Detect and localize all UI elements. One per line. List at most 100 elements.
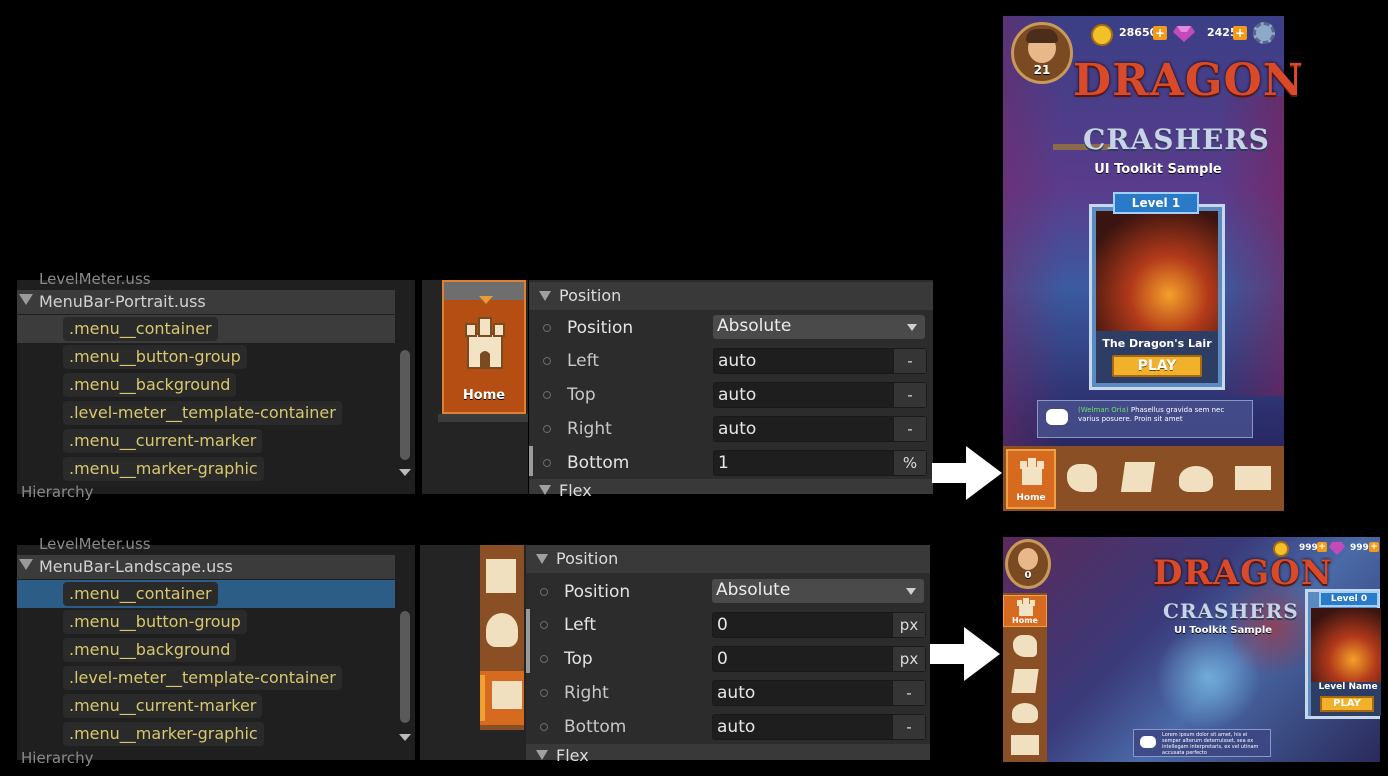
position-section-header[interactable]: Position (529, 282, 933, 310)
unit-selector[interactable]: - (892, 681, 925, 705)
field-value: auto (718, 419, 757, 439)
bag-icon[interactable] (1179, 466, 1213, 492)
play-button[interactable]: PLAY (1112, 355, 1202, 377)
selector-chip[interactable]: .menu__current-marker (63, 429, 263, 453)
bag-icon[interactable] (1012, 703, 1038, 723)
shield-sword-icon[interactable] (1013, 635, 1037, 657)
expand-triangle-icon[interactable] (19, 294, 33, 305)
collapse-triangle-icon[interactable] (539, 485, 551, 495)
mail-icon[interactable] (1011, 735, 1039, 755)
selector-row[interactable]: .menu__background (17, 371, 395, 399)
chat-text: Phasellus gravida sem nec varius posuere… (1078, 406, 1225, 423)
add-gold-button[interactable]: + (1317, 542, 1327, 552)
scrollbar-thumb[interactable] (400, 350, 410, 460)
selector-row[interactable]: .level-meter__template-container (17, 399, 395, 427)
flex-section-header[interactable]: Flex (526, 744, 930, 765)
selector-row[interactable]: .menu__current-marker (17, 427, 395, 455)
position-dropdown[interactable]: Absolute (712, 579, 924, 603)
selector-chip[interactable]: .menu__container (63, 582, 218, 606)
selector-row[interactable]: .level-meter__template-container (17, 664, 395, 692)
selector-chip[interactable]: .menu__container (63, 317, 218, 341)
dropdown-value: Absolute (716, 580, 791, 600)
shield-sword-icon[interactable] (1067, 464, 1097, 492)
uss-file-row[interactable]: MenuBar-Landscape.uss (17, 555, 395, 579)
scroll-icon[interactable] (1011, 669, 1039, 693)
mail-icon[interactable] (1235, 466, 1271, 490)
avatar[interactable]: 0 (1005, 539, 1051, 589)
flex-section-header[interactable]: Flex (529, 479, 933, 500)
override-dot-icon (543, 324, 551, 332)
position-section-header[interactable]: Position (526, 545, 930, 573)
selector-row[interactable]: .menu__container (17, 315, 395, 343)
bottom-field[interactable]: auto- (712, 714, 926, 740)
collapse-triangle-icon[interactable] (536, 554, 548, 564)
menu-home-label: Home (1016, 493, 1046, 503)
menu-button-home[interactable]: Home (1006, 449, 1056, 509)
selector-row[interactable]: .menu__container (17, 580, 395, 608)
top-field[interactable]: auto - (713, 382, 927, 408)
scroll-icon[interactable] (1120, 462, 1156, 492)
scroll-down-icon[interactable] (399, 734, 411, 741)
selector-chip[interactable]: .menu__background (63, 638, 237, 662)
position-dropdown[interactable]: Absolute (713, 315, 925, 339)
selector-row[interactable]: .menu__marker-graphic (17, 720, 395, 748)
avatar[interactable]: 21 (1011, 22, 1073, 84)
unit-selector[interactable]: % (893, 451, 926, 475)
selector-chip[interactable]: .menu__background (63, 373, 237, 397)
level-banner-label: Level 0 (1330, 594, 1368, 604)
add-gems-button[interactable]: + (1369, 542, 1379, 552)
bottom-field[interactable]: 1% (713, 450, 927, 476)
selector-row[interactable]: .menu__current-marker (17, 692, 395, 720)
menu-button-home[interactable]: Home (1003, 595, 1047, 627)
level-card[interactable]: Level Name PLAY (1305, 589, 1381, 719)
unit-selector[interactable]: - (893, 383, 926, 407)
selector-chip[interactable]: .menu__button-group (63, 610, 247, 634)
portrait-selector-panel: LevelMeter.uss MenuBar-Portrait.uss .men… (17, 270, 415, 500)
collapse-triangle-icon[interactable] (536, 750, 548, 760)
section-title: Position (559, 286, 622, 305)
selector-row[interactable]: .menu__background (17, 636, 395, 664)
unit-selector[interactable]: - (893, 349, 926, 373)
left-field[interactable]: auto- (713, 348, 927, 374)
add-gold-button[interactable]: + (1153, 26, 1167, 40)
unit-selector[interactable]: - (892, 715, 925, 739)
gear-icon[interactable] (1253, 22, 1275, 44)
selector-row[interactable]: .menu__marker-graphic (17, 455, 395, 483)
selector-chip[interactable]: .menu__button-group (63, 345, 247, 369)
selector-row[interactable]: .menu__button-group (17, 343, 395, 371)
field-value: auto (718, 385, 757, 405)
level-card[interactable]: The Dragon's Lair PLAY (1089, 204, 1225, 390)
selector-chip[interactable]: .menu__marker-graphic (63, 722, 264, 746)
add-gems-button[interactable]: + (1233, 26, 1247, 40)
bag-icon (486, 613, 518, 647)
selector-chip[interactable]: .level-meter__template-container (63, 401, 342, 425)
gold-amount: 28650 (1119, 26, 1158, 39)
play-button[interactable]: PLAY (1320, 696, 1374, 712)
expand-triangle-icon[interactable] (19, 559, 33, 570)
collapse-triangle-icon[interactable] (539, 291, 551, 301)
gold-coin-icon (1091, 24, 1113, 46)
chat-bubble[interactable]: Lorem ipsum dolor sit amet, his ei sempe… (1133, 729, 1271, 757)
gem-amount: 999 (1350, 543, 1369, 553)
scrollbar-thumb[interactable] (400, 611, 410, 723)
unit-selector[interactable]: - (893, 417, 926, 441)
selector-chip[interactable]: .level-meter__template-container (63, 666, 342, 690)
right-arrow-icon (932, 446, 1002, 500)
selector-row[interactable]: .menu__button-group (17, 608, 395, 636)
unit-selector[interactable]: px (892, 613, 925, 637)
uss-file-row[interactable]: MenuBar-Portrait.uss (17, 290, 395, 314)
right-field[interactable]: auto - (713, 416, 927, 442)
unit-selector[interactable]: px (892, 647, 925, 671)
right-field[interactable]: auto- (712, 680, 926, 706)
scroll-down-icon[interactable] (399, 469, 411, 476)
selector-chip[interactable]: .menu__marker-graphic (63, 457, 264, 481)
scroll-icon (486, 559, 516, 593)
selector-chip[interactable]: .menu__current-marker (63, 694, 263, 718)
property-label: Top (567, 385, 596, 405)
section-title: Position (556, 549, 619, 568)
chat-author: (Welman Oria) (1078, 406, 1129, 414)
chat-bubble[interactable]: (Welman Oria) Phasellus gravida sem nec … (1037, 400, 1253, 438)
property-label: Bottom (564, 717, 627, 737)
